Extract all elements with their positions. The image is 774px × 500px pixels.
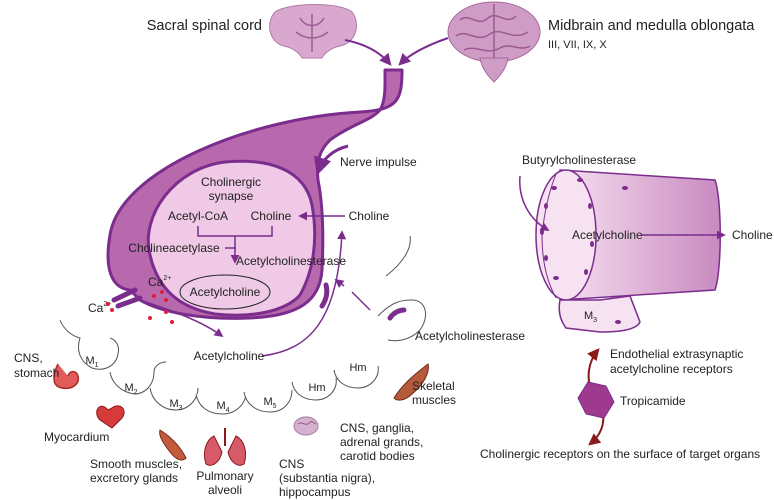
heart-icon — [96, 405, 125, 429]
spinal-cord-icon — [269, 4, 357, 59]
receptor-hm-1-label: Hm — [308, 382, 325, 394]
cns-stomach-label-1: CNS, — [14, 351, 43, 365]
receptor-cups — [59, 319, 379, 415]
lungs-icon — [203, 428, 247, 466]
vessel-choline-label: Choline — [732, 228, 773, 242]
receptor-m4-label: M4 — [216, 400, 229, 414]
synapse-interior — [146, 159, 317, 317]
calcium-channel — [111, 287, 143, 309]
blood-vessel — [535, 169, 721, 301]
ache-dashed-arrow — [336, 280, 371, 311]
choline-outer-label: Choline — [349, 209, 390, 223]
surface-receptors-label: Cholinergic receptors on the surface of … — [480, 447, 760, 461]
nerve-impulse-arrow — [314, 144, 349, 176]
smooth-muscles-label-2: excretory glands — [90, 471, 178, 485]
stomach-icon — [53, 363, 80, 390]
acetylcholinesterase-outer-label: Acetylcholinesterase — [415, 329, 525, 343]
butyryl-arrow — [519, 175, 550, 231]
release-arrow — [139, 299, 224, 338]
nerve-impulse-label: Nerve impulse — [340, 155, 417, 169]
small-brain-icon — [293, 416, 319, 436]
receptor-hm-2-label: Hm — [349, 362, 366, 374]
cholineacetylase-label: Cholineacetylase — [128, 241, 220, 255]
receptor-m1-label: M1 — [85, 355, 98, 369]
choline-recycle-arrow — [261, 230, 347, 357]
cranial-nerves-label: III, VII, IX, X — [548, 39, 607, 51]
endothelial-label-1: Endothelial extrasynaptic — [610, 347, 743, 361]
cns-ganglia-label-1: CNS, ganglia, — [340, 421, 414, 435]
acetylcholinesterase-inner-label: Acetylcholinesterase — [236, 254, 346, 268]
receptor-m3-label: M3 — [169, 398, 182, 412]
choline-inner-label: Choline — [251, 209, 292, 223]
cholinergic-synapse-label-2: synapse — [209, 189, 254, 203]
acetylcholine-released-label: Acetylcholine — [194, 349, 265, 363]
tropicamide-label: Tropicamide — [620, 394, 686, 408]
acetylcholine-vesicle-label: Acetylcholine — [190, 285, 261, 299]
ache-terminal-marker — [319, 282, 330, 309]
acetyl-coa-label: Acetyl-CoA — [168, 209, 228, 223]
smooth-muscle-icon — [159, 429, 187, 461]
cns-sn-label-2: (substantia nigra), — [279, 471, 375, 485]
pulmonary-label-2: alveoli — [208, 483, 242, 497]
sacral-arrow — [344, 39, 392, 66]
receptor-m5-label: M5 — [263, 396, 276, 410]
ache-receptor-outline — [377, 235, 427, 342]
smooth-muscles-label-1: Smooth muscles, — [90, 457, 182, 471]
brain-arrow — [398, 37, 449, 66]
ache-post-marker — [387, 307, 407, 321]
sacral-spinal-cord-title: Sacral spinal cord — [147, 18, 262, 34]
cns-ganglia-label-2: adrenal grands, — [340, 435, 423, 449]
cns-stomach-label-2: stomach — [14, 366, 59, 380]
endothelial-m3-label: M3 — [584, 310, 597, 324]
cns-sn-label-3: hippocampus — [279, 485, 350, 499]
cholinergic-synapse-label-1: Cholinergic — [201, 175, 261, 189]
tropicamide-hexagon — [577, 381, 615, 419]
endothelial-label-2: acetylcholine receptors — [610, 362, 733, 376]
midbrain-title: Midbrain and medulla oblongata — [548, 18, 755, 34]
vessel-acetylcholine-label: Acetylcholine — [572, 228, 643, 242]
cns-ganglia-label-3: carotid bodies — [340, 449, 415, 463]
skeletal-label-2: muscles — [412, 393, 456, 407]
myocardium-label: Myocardium — [44, 430, 109, 444]
skeletal-muscle-icon — [393, 363, 429, 401]
acetylcholine-vesicle — [179, 274, 271, 310]
receptor-m2-label: M2 — [124, 382, 137, 396]
skeletal-label-1: Skeletal — [412, 379, 455, 393]
endothelial-m3-shape — [558, 295, 641, 333]
brain-icon — [447, 1, 541, 83]
butyrylcholinesterase-label: Butyrylcholinesterase — [522, 153, 636, 167]
calcium-top-label: Ca2+ — [148, 275, 171, 289]
synthesis-bracket — [197, 226, 273, 262]
calcium-ions — [106, 290, 174, 324]
pulmonary-label-1: Pulmonary — [196, 469, 253, 483]
cns-sn-label-1: CNS — [279, 457, 304, 471]
